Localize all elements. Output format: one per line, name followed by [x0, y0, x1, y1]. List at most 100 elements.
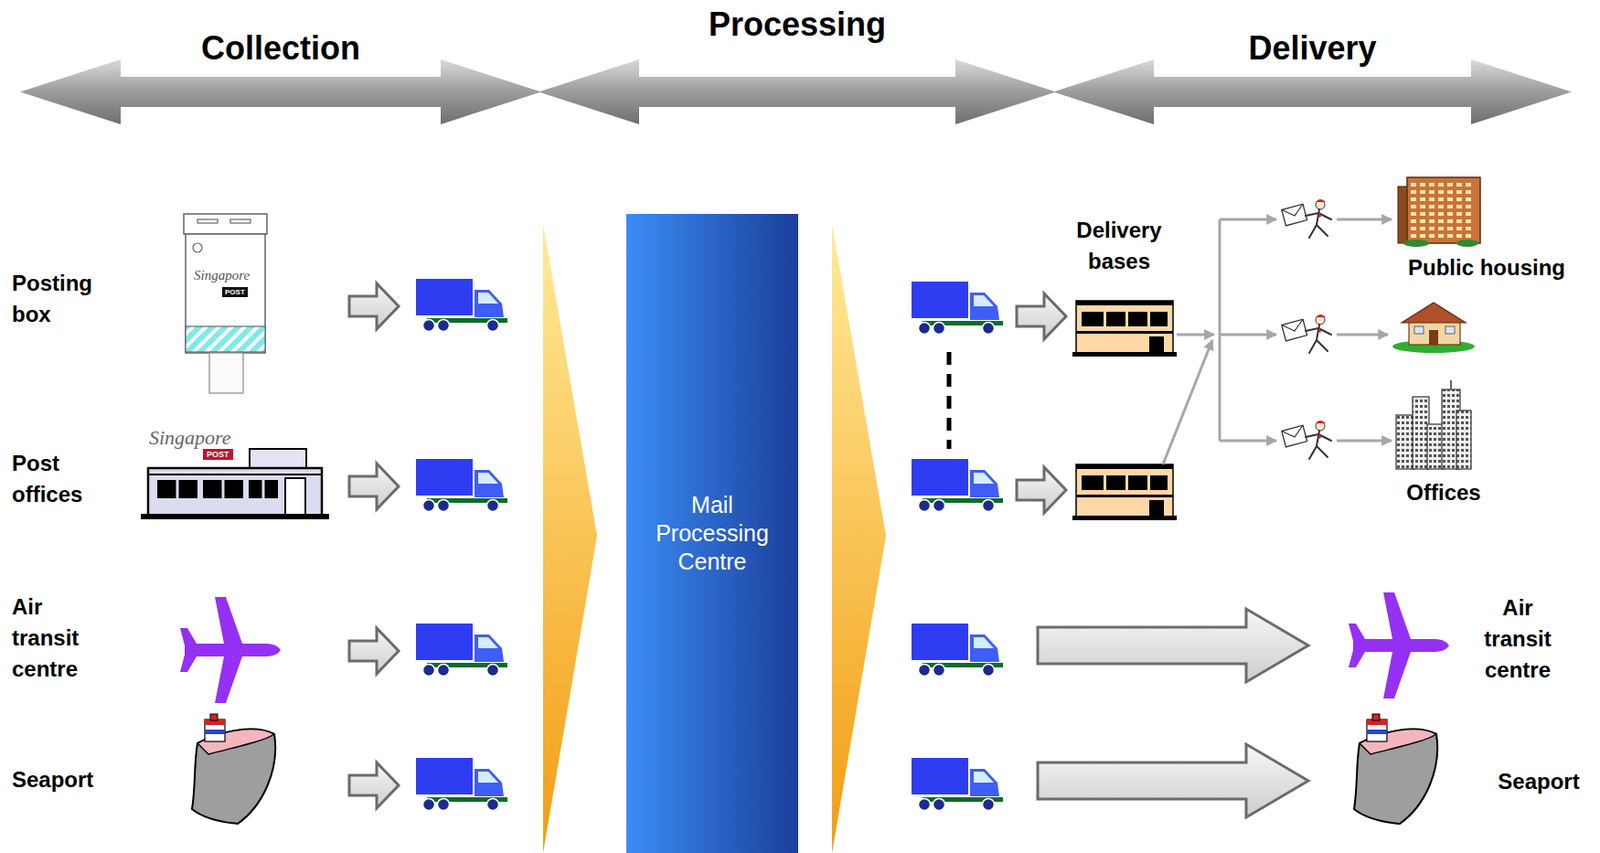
source-label: Seaport: [11, 764, 122, 796]
truck-icon: [982, 500, 995, 512]
public-housing-icon: [1407, 177, 1481, 244]
public-housing-icon: [1456, 239, 1479, 247]
post-office-icon: [202, 480, 244, 499]
route-line: [1162, 340, 1213, 465]
post-office-icon: [285, 478, 306, 515]
public-housing-icon: [1465, 204, 1472, 209]
route-line: [1218, 219, 1222, 441]
phase-label: Processing: [538, 0, 1056, 44]
phase-arrow: Processing: [538, 0, 1056, 127]
office-towers-icon: [1396, 415, 1415, 470]
public-housing-icon: [1397, 177, 1481, 247]
double-arrow: [538, 59, 1056, 125]
courier-icon: [1281, 203, 1308, 226]
public-housing-icon: [1429, 212, 1435, 216]
delivery-base-icon: [1072, 464, 1177, 521]
ship-icon: [204, 729, 225, 735]
truck-icon: [970, 768, 1000, 797]
courier-icon: [1281, 425, 1306, 440]
route-line: [1176, 333, 1215, 337]
public-housing-icon: [1419, 234, 1426, 238]
public-housing-icon: [1410, 190, 1417, 194]
public-housing-icon: [1438, 226, 1444, 231]
route-line: [1219, 218, 1277, 222]
truck-icon: [973, 295, 994, 307]
truck-icon: [918, 664, 931, 677]
posting-box-icon: [197, 219, 218, 224]
truck-icon: [416, 458, 473, 496]
flow-arrow: [349, 283, 399, 330]
public-housing-icon: [1447, 226, 1453, 231]
courier-icon: [1318, 431, 1322, 439]
delivery-base-icon: [1076, 330, 1174, 334]
truck-icon: [918, 322, 931, 335]
truck-icon: [933, 799, 946, 811]
post-office-icon: [157, 480, 198, 499]
public-housing-icon: [1456, 226, 1462, 231]
truck-icon: [970, 292, 1000, 320]
phase-arrow: Delivery: [1053, 23, 1572, 127]
courier-icon: [1315, 200, 1325, 210]
house-icon: [1401, 302, 1466, 323]
truck-icon: [474, 289, 504, 318]
public-housing-icon: [1447, 234, 1453, 238]
public-housing-icon: [1438, 182, 1444, 187]
flow-arrow: [349, 628, 399, 674]
source-label: Post offices: [11, 448, 104, 511]
public-housing-icon: [1456, 197, 1462, 202]
delivery-base-icon: [1072, 352, 1177, 357]
route-line: [1219, 333, 1277, 337]
post-office-icon: [148, 473, 322, 476]
public-housing-icon: [1410, 212, 1417, 216]
truck-icon: [478, 472, 499, 484]
public-housing-icon: [1456, 190, 1462, 194]
courier-icon: [1281, 314, 1332, 353]
truck-icon: [911, 757, 969, 795]
truck-icon: [970, 634, 1000, 662]
double-arrow: [20, 59, 542, 125]
public-housing-icon: [1410, 182, 1417, 187]
route-line: [1219, 439, 1277, 443]
public-housing-icon: [1410, 204, 1417, 209]
public-housing-icon: [1403, 239, 1430, 247]
delivery-base-icon: [1149, 500, 1164, 518]
house-icon: [1392, 302, 1475, 353]
public-housing-icon: [1429, 190, 1435, 194]
truck-icon: [933, 664, 946, 677]
public-housing-icon: [1438, 197, 1444, 202]
public-housing-icon: [1438, 204, 1444, 209]
posting-box-icon: [185, 234, 266, 353]
courier-icon: [1315, 314, 1326, 318]
public-housing-icon: [1419, 204, 1426, 209]
truck-icon: [487, 799, 500, 811]
truck-icon: [423, 500, 436, 512]
double-arrow: [20, 59, 542, 125]
post-office-icon: [249, 448, 307, 470]
post-office-icon: [222, 480, 225, 499]
truck-icon: [474, 634, 504, 662]
ship-icon: [192, 729, 276, 824]
public-housing-icon: [1447, 182, 1453, 187]
truck-icon: [487, 664, 500, 677]
truck-icon: [911, 458, 969, 496]
public-housing-icon: [1419, 182, 1426, 187]
courier-icon: [1281, 425, 1308, 448]
courier-icon: [1281, 319, 1308, 342]
truck-icon: [437, 500, 450, 512]
ship-icon: [1366, 719, 1387, 742]
public-housing-icon: [1465, 197, 1472, 202]
courier-icon: [1315, 420, 1326, 424]
posting-box-icon: [183, 213, 267, 235]
logo-text: Singapore: [193, 266, 250, 284]
posting-box-icon: [209, 352, 244, 394]
airplane-icon: [180, 597, 281, 704]
courier-icon: [1281, 425, 1308, 448]
public-housing-icon: [1438, 234, 1444, 238]
delivery-base-icon: [1081, 475, 1168, 491]
truck-icon: [478, 771, 499, 783]
public-housing-icon: [1456, 182, 1462, 187]
public-housing-icon: [1447, 204, 1453, 209]
courier-icon: [1318, 325, 1322, 333]
route-line: [1336, 218, 1392, 222]
